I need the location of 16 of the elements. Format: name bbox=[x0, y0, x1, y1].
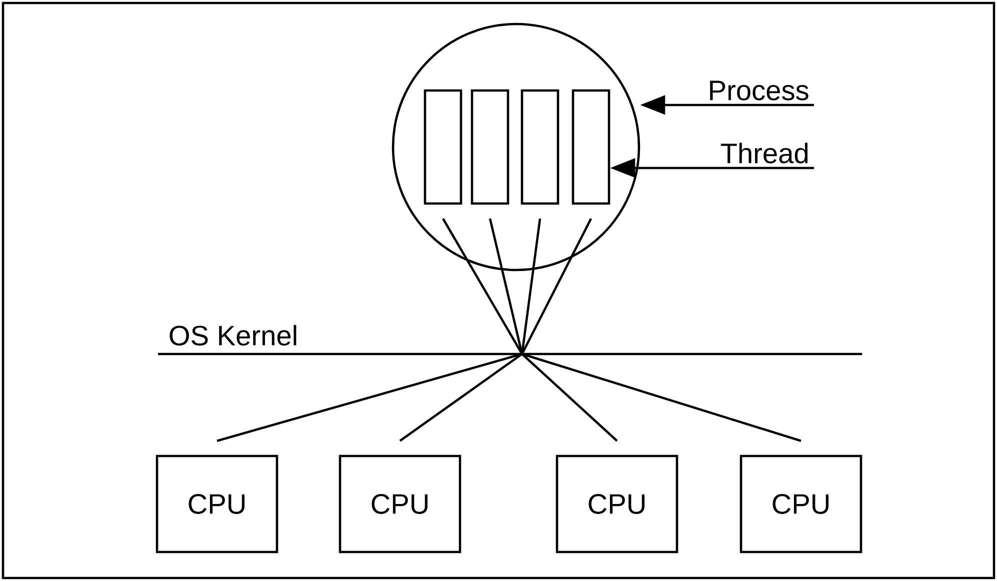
connector-line bbox=[521, 218, 592, 355]
kernel-line: OS Kernel bbox=[158, 324, 862, 356]
cpu-box: CPU bbox=[338, 454, 462, 554]
connector-line bbox=[442, 218, 524, 355]
connector-line bbox=[399, 353, 523, 442]
thread-box bbox=[424, 89, 462, 205]
thread-box bbox=[470, 89, 510, 205]
cpu-box: CPU bbox=[556, 454, 678, 554]
label-text: Thread bbox=[720, 142, 808, 164]
connector-line bbox=[521, 353, 618, 442]
cpu-box: CPU bbox=[156, 454, 278, 554]
thread-box bbox=[572, 89, 610, 205]
cpu-box: CPU bbox=[740, 454, 862, 554]
thread-box bbox=[520, 89, 560, 205]
process-circle bbox=[392, 22, 640, 272]
label-text: Process bbox=[710, 80, 808, 100]
